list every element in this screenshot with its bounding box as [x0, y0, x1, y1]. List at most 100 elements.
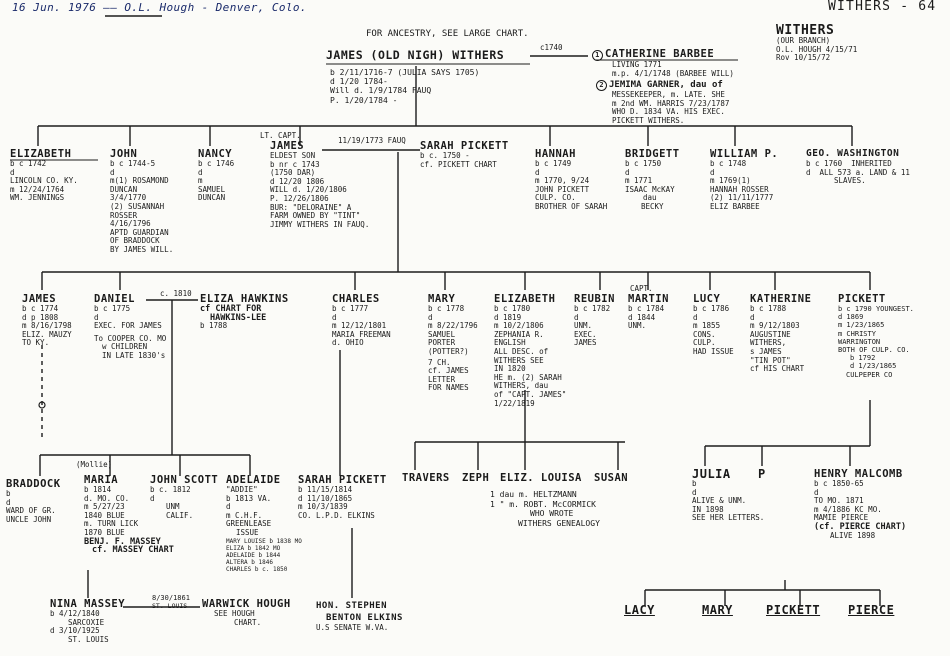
person-detail: d 1844	[628, 312, 656, 322]
person-detail: MARIA FREEMAN	[332, 329, 391, 339]
person-name: CHARLES	[332, 293, 380, 305]
root-name: JAMES (OLD NIGH) WITHERS	[326, 48, 505, 62]
person-detail: UNM.	[628, 321, 647, 331]
person-julia: JULIA b d ALIVE & UNM. IN 1898 SEE HER L…	[692, 468, 764, 523]
person-detail: b c 1750	[625, 159, 662, 168]
person-detail: P. 12/26/1806	[270, 193, 329, 203]
person-detail: AUGUSTINE	[750, 329, 791, 339]
person-pickett-child: PICKETT	[766, 603, 821, 617]
person-detail: ADELAIDE b 1844	[226, 551, 281, 559]
person-detail: cf. JAMES	[428, 366, 469, 376]
person-detail: ZEPHANIA R.	[494, 329, 544, 339]
person-detail: BECKY	[641, 201, 664, 211]
note-line: WHO WROTE	[530, 509, 574, 518]
person-detail: d	[332, 312, 337, 322]
person-lacy: LACY	[624, 603, 655, 617]
person-detail: d	[10, 167, 15, 177]
person-detail: m 1/23/1865	[838, 321, 885, 330]
person-name: MARTIN	[628, 293, 669, 305]
person-detail: ENGLISH	[494, 338, 526, 348]
person-detail: m 10/2/1806	[494, 321, 544, 331]
person-detail: 7 CH.	[428, 357, 451, 367]
person-detail: 4/16/1796	[110, 219, 151, 229]
spouse2-number: 2	[596, 80, 607, 91]
person-p: P	[758, 467, 766, 481]
person-detail: d	[150, 493, 155, 503]
person-warwick-hough: WARWICK HOUGH SEE HOUGH CHART.	[202, 598, 291, 627]
person-detail: FOR NAMES	[428, 383, 469, 393]
person-detail: cf. PICKETT CHART	[420, 159, 497, 169]
person-detail: b 1788	[200, 321, 228, 331]
person-detail: YOUNGEST.	[875, 305, 914, 313]
person-detail: WM. JENNINGS	[10, 193, 65, 203]
person-name: SARAH PICKETT	[298, 474, 387, 486]
branch-title: WITHERS	[776, 23, 835, 38]
pickett-line-1: b c 1790 YOUNGEST.	[838, 305, 914, 313]
person-detail: WITHERS, dau	[494, 381, 549, 391]
person-eliza-hawkins: ELIZA HAWKINS cf CHART FOR HAWKINS-LEE b…	[200, 293, 289, 331]
person-detail: d 12/20 1806	[270, 176, 325, 186]
person-detail: 1870 BLUE	[84, 527, 125, 537]
person-name: REUBIN	[574, 293, 615, 305]
person-detail: b c 1786	[693, 304, 730, 313]
person-detail: TO KY.	[22, 338, 50, 348]
person-detail: b 1814	[84, 485, 112, 494]
person-detail: FARM OWNED BY "TINT"	[270, 211, 361, 221]
person-detail: LETTER	[428, 374, 456, 384]
person-detail: m. TURN LICK	[84, 519, 139, 529]
person-name: BENTON ELKINS	[326, 613, 403, 623]
person-name: ELIZA HAWKINS	[200, 293, 289, 305]
person-name: NINA MASSEY	[50, 598, 126, 610]
person-detail: m 1770, 9/24	[535, 176, 590, 186]
spouse1-details: LIVING 1771 m.p. 4/1/1748 (BARBEE WILL)	[612, 60, 734, 78]
person-detail: d. MO. CO.	[84, 493, 130, 503]
person-name: JOHN	[110, 148, 138, 160]
person-detail: DUNCAN	[110, 184, 138, 194]
person-detail: m 5/27/23	[84, 502, 125, 512]
person-detail: SLAVES.	[834, 176, 866, 186]
person-detail: CHARLES b c. 1850	[226, 565, 288, 573]
person-detail: JIMMY WITHERS IN FAUQ.	[270, 219, 370, 229]
person-geo-washington: GEO. WASHINGTON b c 1760 INHERITED d ALL…	[806, 148, 910, 186]
person-james-jr: JAMES b c 1774 d p 1808 m 8/16/1798 ELIZ…	[22, 293, 72, 348]
person-name: NANCY	[198, 148, 233, 160]
person-detail: CO. L.P.D. ELKINS	[298, 510, 375, 520]
person-detail: d	[428, 312, 433, 322]
person-name: ELIZABETH	[494, 293, 556, 305]
nina-marriage-date: 8/30/1861	[152, 594, 190, 602]
person-detail: b nr c 1743	[270, 159, 320, 169]
person-name: BRADDOCK	[6, 478, 61, 490]
person-detail: b c 1788	[750, 304, 787, 313]
branch-line-2: O.L. HOUGH 4/15/71	[776, 44, 858, 54]
person-detail: b c 1850-65	[814, 479, 864, 488]
person-detail: PORTER	[428, 338, 456, 348]
person-name: ELIZABETH	[10, 148, 72, 160]
person-name: WILLIAM P.	[710, 148, 779, 160]
person-name: JAMES	[22, 293, 57, 305]
root-details: b 2/11/1716-7 (JULIA SAYS 1705) d 1/20 1…	[330, 68, 479, 105]
person-detail: d 1819	[494, 312, 522, 322]
person-zeph: ZEPH	[462, 472, 490, 484]
person-detail: b c 1746	[198, 159, 235, 168]
person-detail: BOTH OF CULP. CO.	[838, 346, 910, 355]
person-detail: ST. LOUIS	[68, 634, 109, 644]
person-detail: d	[814, 487, 819, 497]
branch-line-3: Rov 10/15/72	[776, 53, 831, 63]
person-detail: 1/22/1819	[494, 398, 535, 408]
person-john-scott: JOHN SCOTT b c. 1812 d UNM CALIF.	[150, 474, 218, 520]
person-detail: CULPEPER CO	[846, 370, 893, 379]
person-detail: d. OHIO	[332, 338, 364, 348]
person-detail: d p 1808	[22, 312, 59, 322]
person-detail: d	[806, 167, 811, 177]
person-detail: b c. 1812	[150, 485, 191, 494]
person-detail: DUNCAN	[198, 193, 226, 203]
nina-marriage-place: ST. LOUIS	[152, 602, 188, 610]
person-elizabeth-english: ELIZABETH b c 1780 d 1819 m 10/2/1806 ZE…	[494, 293, 566, 408]
person-detail: b c 1777	[332, 304, 369, 313]
person-detail: EXEC. FOR JAMES	[94, 321, 162, 331]
person-travers: TRAVERS	[402, 472, 450, 484]
person-detail: ELIZA b 1842 MO	[226, 544, 281, 552]
person-pierce: PIERCE	[848, 603, 895, 617]
